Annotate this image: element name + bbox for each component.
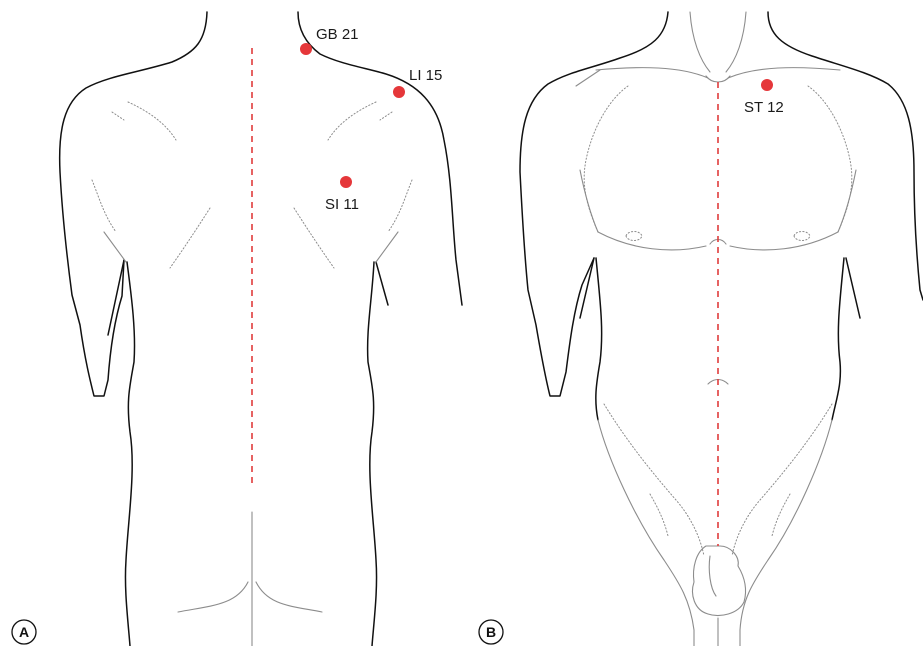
front-right-thigh-line bbox=[740, 420, 832, 646]
back-right-arm-gap bbox=[376, 262, 388, 305]
front-left-pectoral-dots bbox=[584, 86, 628, 232]
back-right-neck-shoulder-outline bbox=[298, 12, 462, 305]
back-right-torso-outline bbox=[368, 262, 377, 646]
front-left-pectoral-line bbox=[598, 232, 706, 250]
back-right-scapula-dots bbox=[328, 102, 376, 140]
back-left-scapula-dots-2 bbox=[112, 112, 124, 120]
front-left-arm-gap bbox=[580, 258, 594, 318]
front-left-nipple bbox=[626, 232, 642, 241]
back-right-lower-scapula-dots bbox=[294, 208, 334, 268]
back-right-buttock-line bbox=[256, 582, 322, 612]
front-suprasternal-notch bbox=[706, 76, 730, 82]
front-left-trap-line bbox=[576, 70, 600, 86]
front-right-torso-outline bbox=[832, 258, 844, 420]
back-left-torso-outline bbox=[125, 262, 134, 646]
acupoint-st12-dot bbox=[761, 79, 773, 91]
front-neck-right bbox=[726, 12, 746, 72]
front-right-clavicle bbox=[728, 68, 840, 78]
front-left-deltoid-line bbox=[580, 170, 598, 232]
front-left-clavicle bbox=[596, 68, 708, 78]
panel-a-letter: A bbox=[19, 624, 29, 640]
back-right-scapula-dots-2 bbox=[380, 112, 392, 120]
back-left-lower-scapula-dots bbox=[170, 208, 210, 268]
front-genital-detail bbox=[709, 556, 716, 596]
front-left-groin-dots bbox=[604, 404, 704, 556]
front-left-torso-outline bbox=[596, 258, 602, 420]
front-right-groin-dots bbox=[732, 404, 832, 556]
front-left-thigh-line bbox=[598, 420, 694, 646]
panel-b-front-view: ST 12 B bbox=[479, 12, 923, 646]
acupoint-st12-label: ST 12 bbox=[744, 99, 784, 116]
acupoint-gb21-label: GB 21 bbox=[316, 26, 359, 43]
front-right-nipple bbox=[794, 232, 810, 241]
back-left-buttock-line bbox=[178, 582, 248, 612]
acupoint-si11-label: SI 11 bbox=[325, 196, 359, 213]
front-neck-left bbox=[690, 12, 710, 72]
front-right-arm-gap bbox=[846, 258, 860, 318]
front-right-neck-shoulder-outline bbox=[768, 12, 923, 300]
front-right-pectoral-dots bbox=[808, 86, 852, 232]
front-genital-outline bbox=[693, 546, 746, 616]
acupoint-si11-dot bbox=[340, 176, 352, 188]
back-right-lat-dots bbox=[388, 180, 412, 232]
panel-b-letter: B bbox=[486, 624, 496, 640]
front-right-pectoral-line bbox=[730, 232, 838, 250]
back-left-neck-shoulder-outline bbox=[60, 12, 207, 396]
back-right-armpit-line bbox=[376, 232, 398, 262]
acupoint-gb21-dot bbox=[300, 43, 312, 55]
back-left-scapula-dots bbox=[128, 102, 176, 140]
back-left-armpit-line bbox=[104, 232, 126, 262]
front-left-hip-dots bbox=[650, 494, 668, 536]
front-left-neck-shoulder-outline bbox=[520, 12, 668, 396]
acupoint-li15-label: LI 15 bbox=[409, 67, 442, 84]
front-right-deltoid-line bbox=[838, 170, 856, 232]
panel-a-back-view: GB 21 LI 15 SI 11 A bbox=[12, 12, 462, 646]
acupoint-li15-dot bbox=[393, 86, 405, 98]
back-left-lat-dots bbox=[92, 180, 116, 232]
